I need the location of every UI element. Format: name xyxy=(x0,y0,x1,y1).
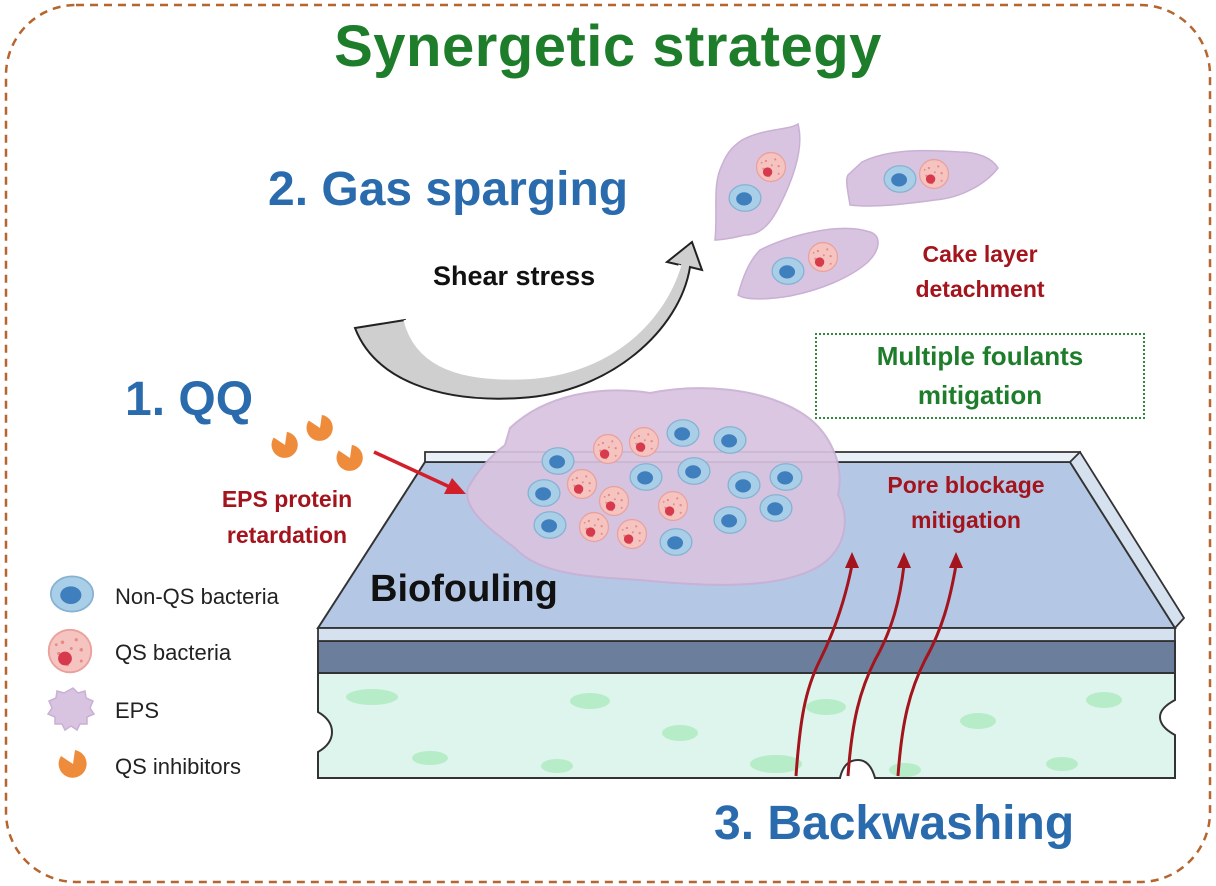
legend-label-non-qs: Non-QS bacteria xyxy=(115,584,279,609)
multiple-foulants-box xyxy=(815,333,1145,419)
detached-floc-3 xyxy=(737,227,879,300)
qs-inhibitor-icon xyxy=(306,414,333,441)
qs-inhibitor-icon xyxy=(336,444,363,471)
detached-floc-1 xyxy=(714,122,801,241)
qs-inhibitor-icon xyxy=(58,750,87,778)
step-qq: 1. QQ xyxy=(125,373,254,426)
legend-icons xyxy=(46,575,96,778)
step-backwashing: 3. Backwashing xyxy=(714,797,1075,850)
qs-bacteria-icon xyxy=(47,628,93,674)
eps-icon xyxy=(46,687,96,732)
backwash-arrows xyxy=(794,564,958,777)
biofouling-label: Biofouling xyxy=(370,568,558,610)
membrane-support-layer xyxy=(317,671,1176,779)
eps-protein-label-2: retardation xyxy=(226,522,348,548)
step-gas-sparging: 2. Gas sparging xyxy=(268,163,629,216)
legend-label-qs: QS bacteria xyxy=(115,640,232,665)
membrane-dense-layer xyxy=(317,640,1176,674)
shear-stress-label: Shear stress xyxy=(433,261,596,291)
multiple-foulants-label-1: Multiple foulants xyxy=(876,341,1084,371)
cake-layer-label-1: Cake layer xyxy=(922,241,1038,267)
pore-blockage-label-1: Pore blockage xyxy=(887,472,1045,498)
legend-label-qs-inhibitors: QS inhibitors xyxy=(115,754,241,779)
qs-inhibitor-icon xyxy=(271,431,298,458)
dashed-border xyxy=(4,3,1212,884)
eps-protein-label-1: EPS protein xyxy=(221,486,353,512)
non-qs-bacteria-icon xyxy=(49,575,95,613)
pore-blockage-label-2: mitigation xyxy=(911,507,1021,533)
multiple-foulants-label-2: mitigation xyxy=(917,380,1043,410)
diagram-title: Synergetic strategy xyxy=(334,14,882,79)
cake-layer-label-2: detachment xyxy=(915,276,1045,302)
legend-label-eps: EPS xyxy=(115,698,160,723)
